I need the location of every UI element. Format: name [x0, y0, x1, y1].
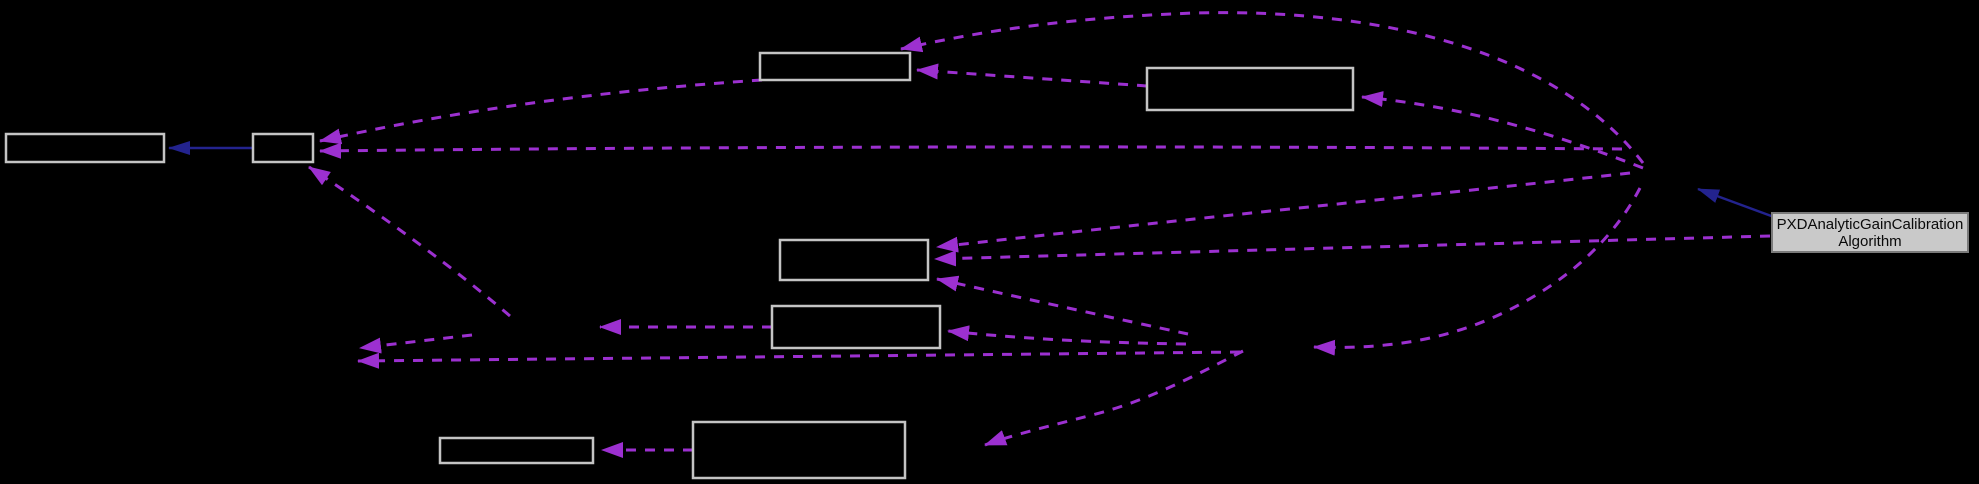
main-node-label-line1: PXDAnalyticGainCalibration — [1777, 216, 1964, 233]
node-box-5[interactable] — [778, 238, 930, 282]
node-box-3[interactable] — [4, 132, 166, 164]
edge-dashed-hub-farleft-lower — [357, 350, 1241, 369]
node-box-1[interactable] — [758, 51, 912, 82]
edge-solid-mainnode-base — [1697, 187, 1775, 219]
edge-dashed-to-node5-top — [936, 171, 1631, 253]
edge-dashed-up-to-node4 — [308, 165, 511, 318]
node-box-7[interactable] — [438, 436, 595, 465]
edge-dashed-to-node8 — [984, 349, 1244, 447]
edge-dashed-to-node6 — [947, 325, 1187, 346]
edge-dashed-node2-node1 — [916, 63, 1148, 88]
edge-dashed-steep-to-midhub — [1313, 187, 1642, 356]
node-box-6[interactable] — [770, 304, 942, 350]
edge-dashed-long-to-node4 — [319, 142, 1623, 159]
main-node: PXDAnalyticGainCalibration Algorithm — [1771, 212, 1969, 253]
node-box-2[interactable] — [1145, 66, 1355, 112]
edge-dashed-node1-node4 — [319, 78, 763, 145]
edge-dashed-arc-to-node1 — [900, 11, 1645, 164]
node-box-8[interactable] — [691, 420, 907, 480]
main-node-label-line2: Algorithm — [1838, 233, 1901, 250]
edge-dashed-mainnode-node5 — [934, 234, 1771, 267]
node-box-4[interactable] — [251, 132, 315, 164]
main-node-box — [1771, 212, 1969, 253]
edge-dashed-to-node5-bottom — [936, 275, 1189, 336]
